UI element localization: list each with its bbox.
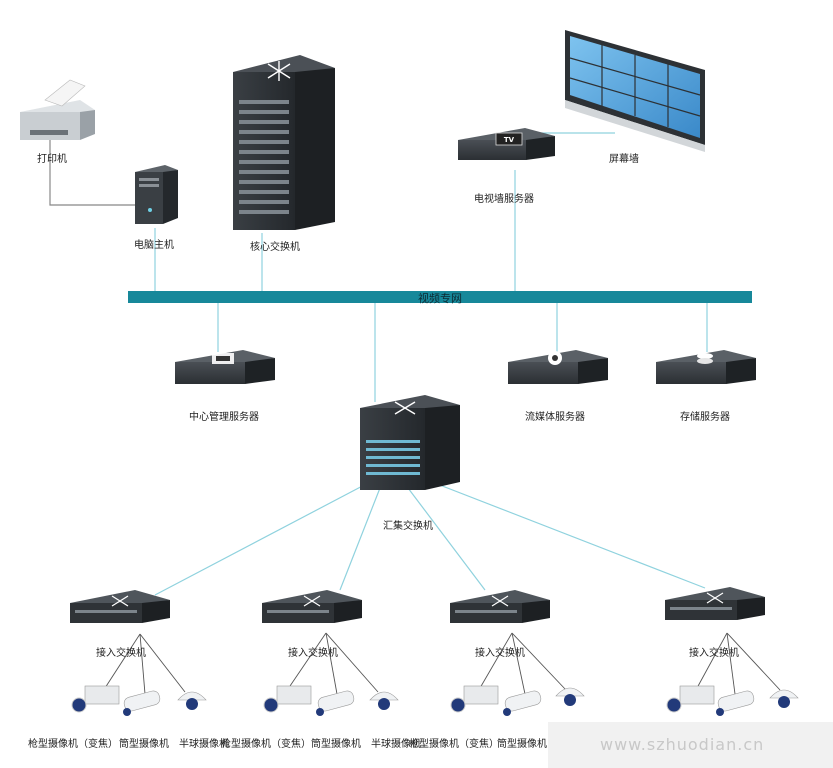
storage-server-label: 存储服务器: [680, 412, 730, 423]
storage-server-icon: [656, 350, 756, 384]
box-camera-icon: [666, 685, 715, 713]
watermark-text: www.szhuodian.cn: [600, 735, 765, 754]
camera-label: 枪型摄像机（变焦）: [28, 739, 118, 750]
dome-camera-icon: [369, 691, 399, 710]
agg-access4-link: [431, 481, 706, 589]
dome-camera-icon: [177, 691, 207, 710]
bullet-camera-icon: [503, 690, 542, 716]
agg-access2-link: [339, 487, 381, 591]
camera-label: 筒型摄像机: [497, 739, 547, 750]
printer-pc-link: [49, 140, 135, 206]
agg-access1-link: [154, 481, 371, 596]
box-camera-icon: [263, 685, 312, 713]
dome-camera-icon: [555, 687, 585, 706]
mgmt-server-label: 中心管理服务器: [189, 412, 259, 423]
svg-text:TV: TV: [504, 136, 515, 144]
access-switch-label: 接入交换机: [96, 648, 146, 659]
camera-label: 筒型摄像机: [119, 739, 169, 750]
agg-access3-link: [407, 487, 486, 591]
access-switch-icon: [70, 590, 170, 623]
bus-label: 视频专网: [418, 292, 462, 305]
access-switch-label: 接入交换机: [689, 648, 739, 659]
access-switch-icon: [262, 590, 362, 623]
core-switch-label: 核心交换机: [250, 242, 300, 253]
dome-camera-icon: [769, 689, 799, 708]
bullet-camera-icon: [123, 690, 161, 716]
box-camera-icon: [450, 685, 499, 713]
central-management-server-icon: [175, 350, 275, 384]
video-network-bus: [128, 291, 752, 303]
box-camera-icon: [71, 685, 120, 713]
screen-wall-label: 屏幕墙: [609, 154, 639, 165]
bullet-camera-icon: [316, 690, 355, 716]
access-switch-icon: [665, 587, 765, 620]
printer-label: 打印机: [37, 154, 67, 165]
access-switch-label: 接入交换机: [475, 648, 525, 659]
connector-lines: [49, 132, 781, 695]
agg-switch-label: 汇集交换机: [383, 521, 433, 532]
media-server-label: 流媒体服务器: [525, 412, 585, 423]
access-switch-icon: [450, 590, 550, 623]
camera-label: 半球摄像机: [179, 739, 229, 750]
camera-label: 半球摄像机: [371, 739, 421, 750]
streaming-media-server-icon: [508, 350, 608, 384]
camera-label: 枪型摄像机（变焦）: [221, 739, 311, 750]
bullet-camera-icon: [716, 690, 755, 716]
printer-icon: [20, 79, 95, 140]
tv-server-label: 电视墙服务器: [474, 194, 534, 205]
pc-tower-icon: [135, 165, 178, 224]
aggregation-switch-cabinet-icon: [360, 395, 460, 490]
screen-wall-icon: [565, 30, 705, 152]
tv-wall-server-icon: TV: [458, 128, 555, 160]
access-switch-label: 接入交换机: [288, 648, 338, 659]
core-switch-cabinet-icon: [233, 55, 335, 230]
pc-label: 电脑主机: [134, 240, 174, 251]
camera-label: 筒型摄像机: [311, 739, 361, 750]
camera-label: 枪型摄像机（变焦）: [409, 739, 499, 750]
watermark-overlay: [548, 722, 833, 768]
